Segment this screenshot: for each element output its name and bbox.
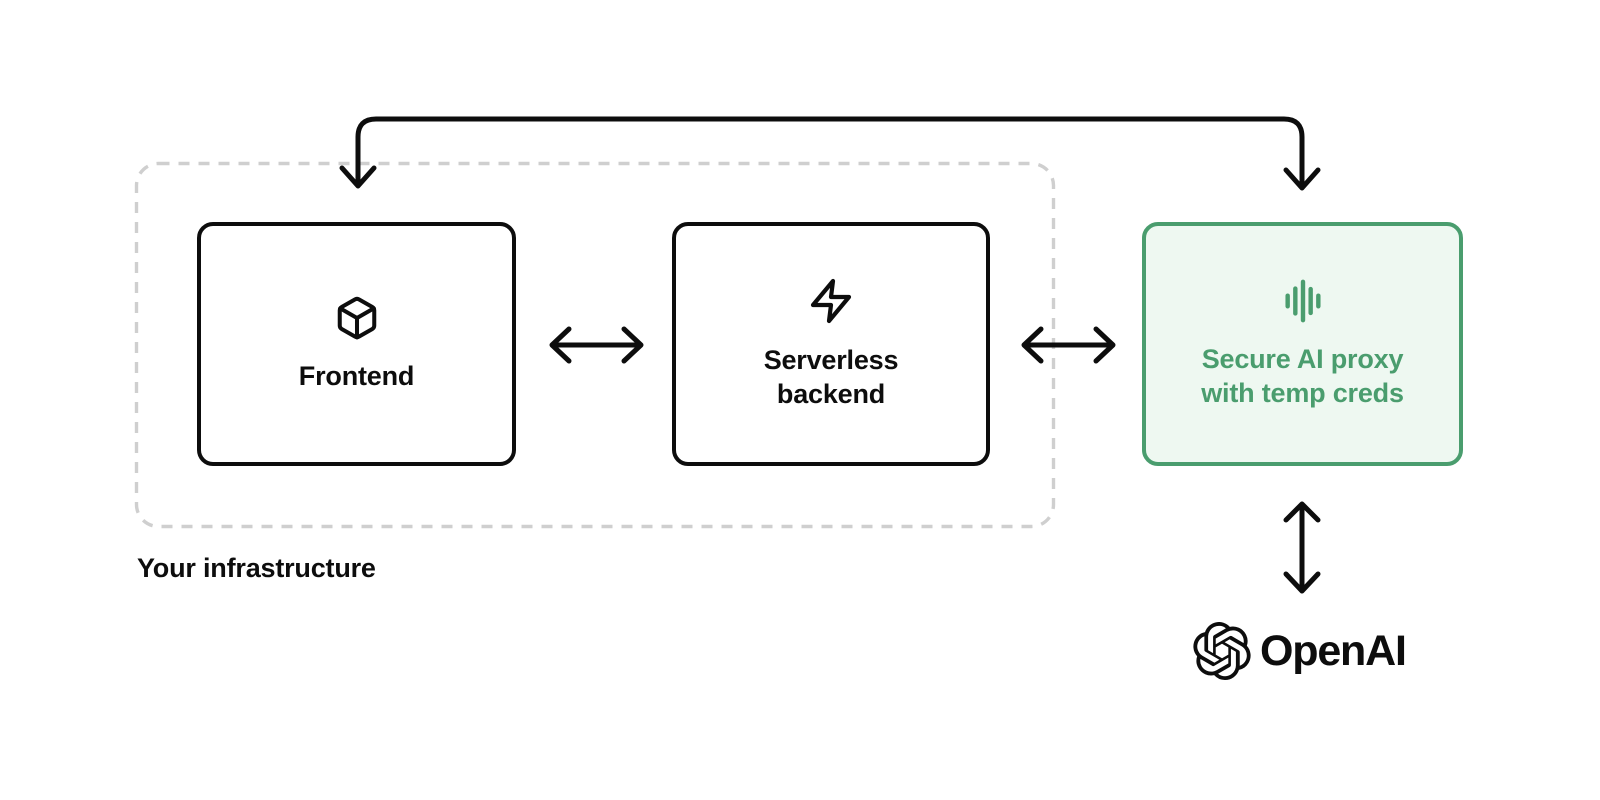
arrowhead-left-icon xyxy=(549,326,572,364)
frontend-backend-arrow xyxy=(549,326,644,364)
arrowhead-down-icon xyxy=(1283,571,1321,594)
node-proxy-label: Secure AI proxy with temp creds xyxy=(1201,343,1404,408)
infrastructure-group-label: Your infrastructure xyxy=(137,553,376,583)
arrowhead-right-icon xyxy=(621,326,644,364)
arrowhead-left-icon xyxy=(1021,326,1044,364)
openai-wordmark: OpenAI xyxy=(1260,626,1407,675)
node-frontend-label: Frontend xyxy=(298,360,415,391)
frontend-proxy-bracket-arrow xyxy=(339,116,1321,191)
openai-logo-icon xyxy=(1193,622,1251,680)
lightning-icon xyxy=(810,278,852,324)
node-proxy: Secure AI proxy with temp creds xyxy=(1142,222,1463,466)
cube-icon xyxy=(337,296,376,340)
arrowhead-right-icon xyxy=(1093,326,1116,364)
arrowhead-down-icon xyxy=(1283,167,1321,191)
audio-waveform-icon xyxy=(1284,279,1321,323)
arrowhead-down-icon xyxy=(339,165,377,189)
node-backend-label: Serverless backend xyxy=(763,344,899,409)
node-backend: Serverless backend xyxy=(672,222,990,466)
arrowhead-up-icon xyxy=(1283,501,1321,523)
backend-proxy-arrow xyxy=(1021,326,1116,364)
node-frontend: Frontend xyxy=(197,222,516,466)
openai-lockup: OpenAI xyxy=(1193,622,1407,680)
proxy-openai-arrow xyxy=(1283,501,1321,594)
